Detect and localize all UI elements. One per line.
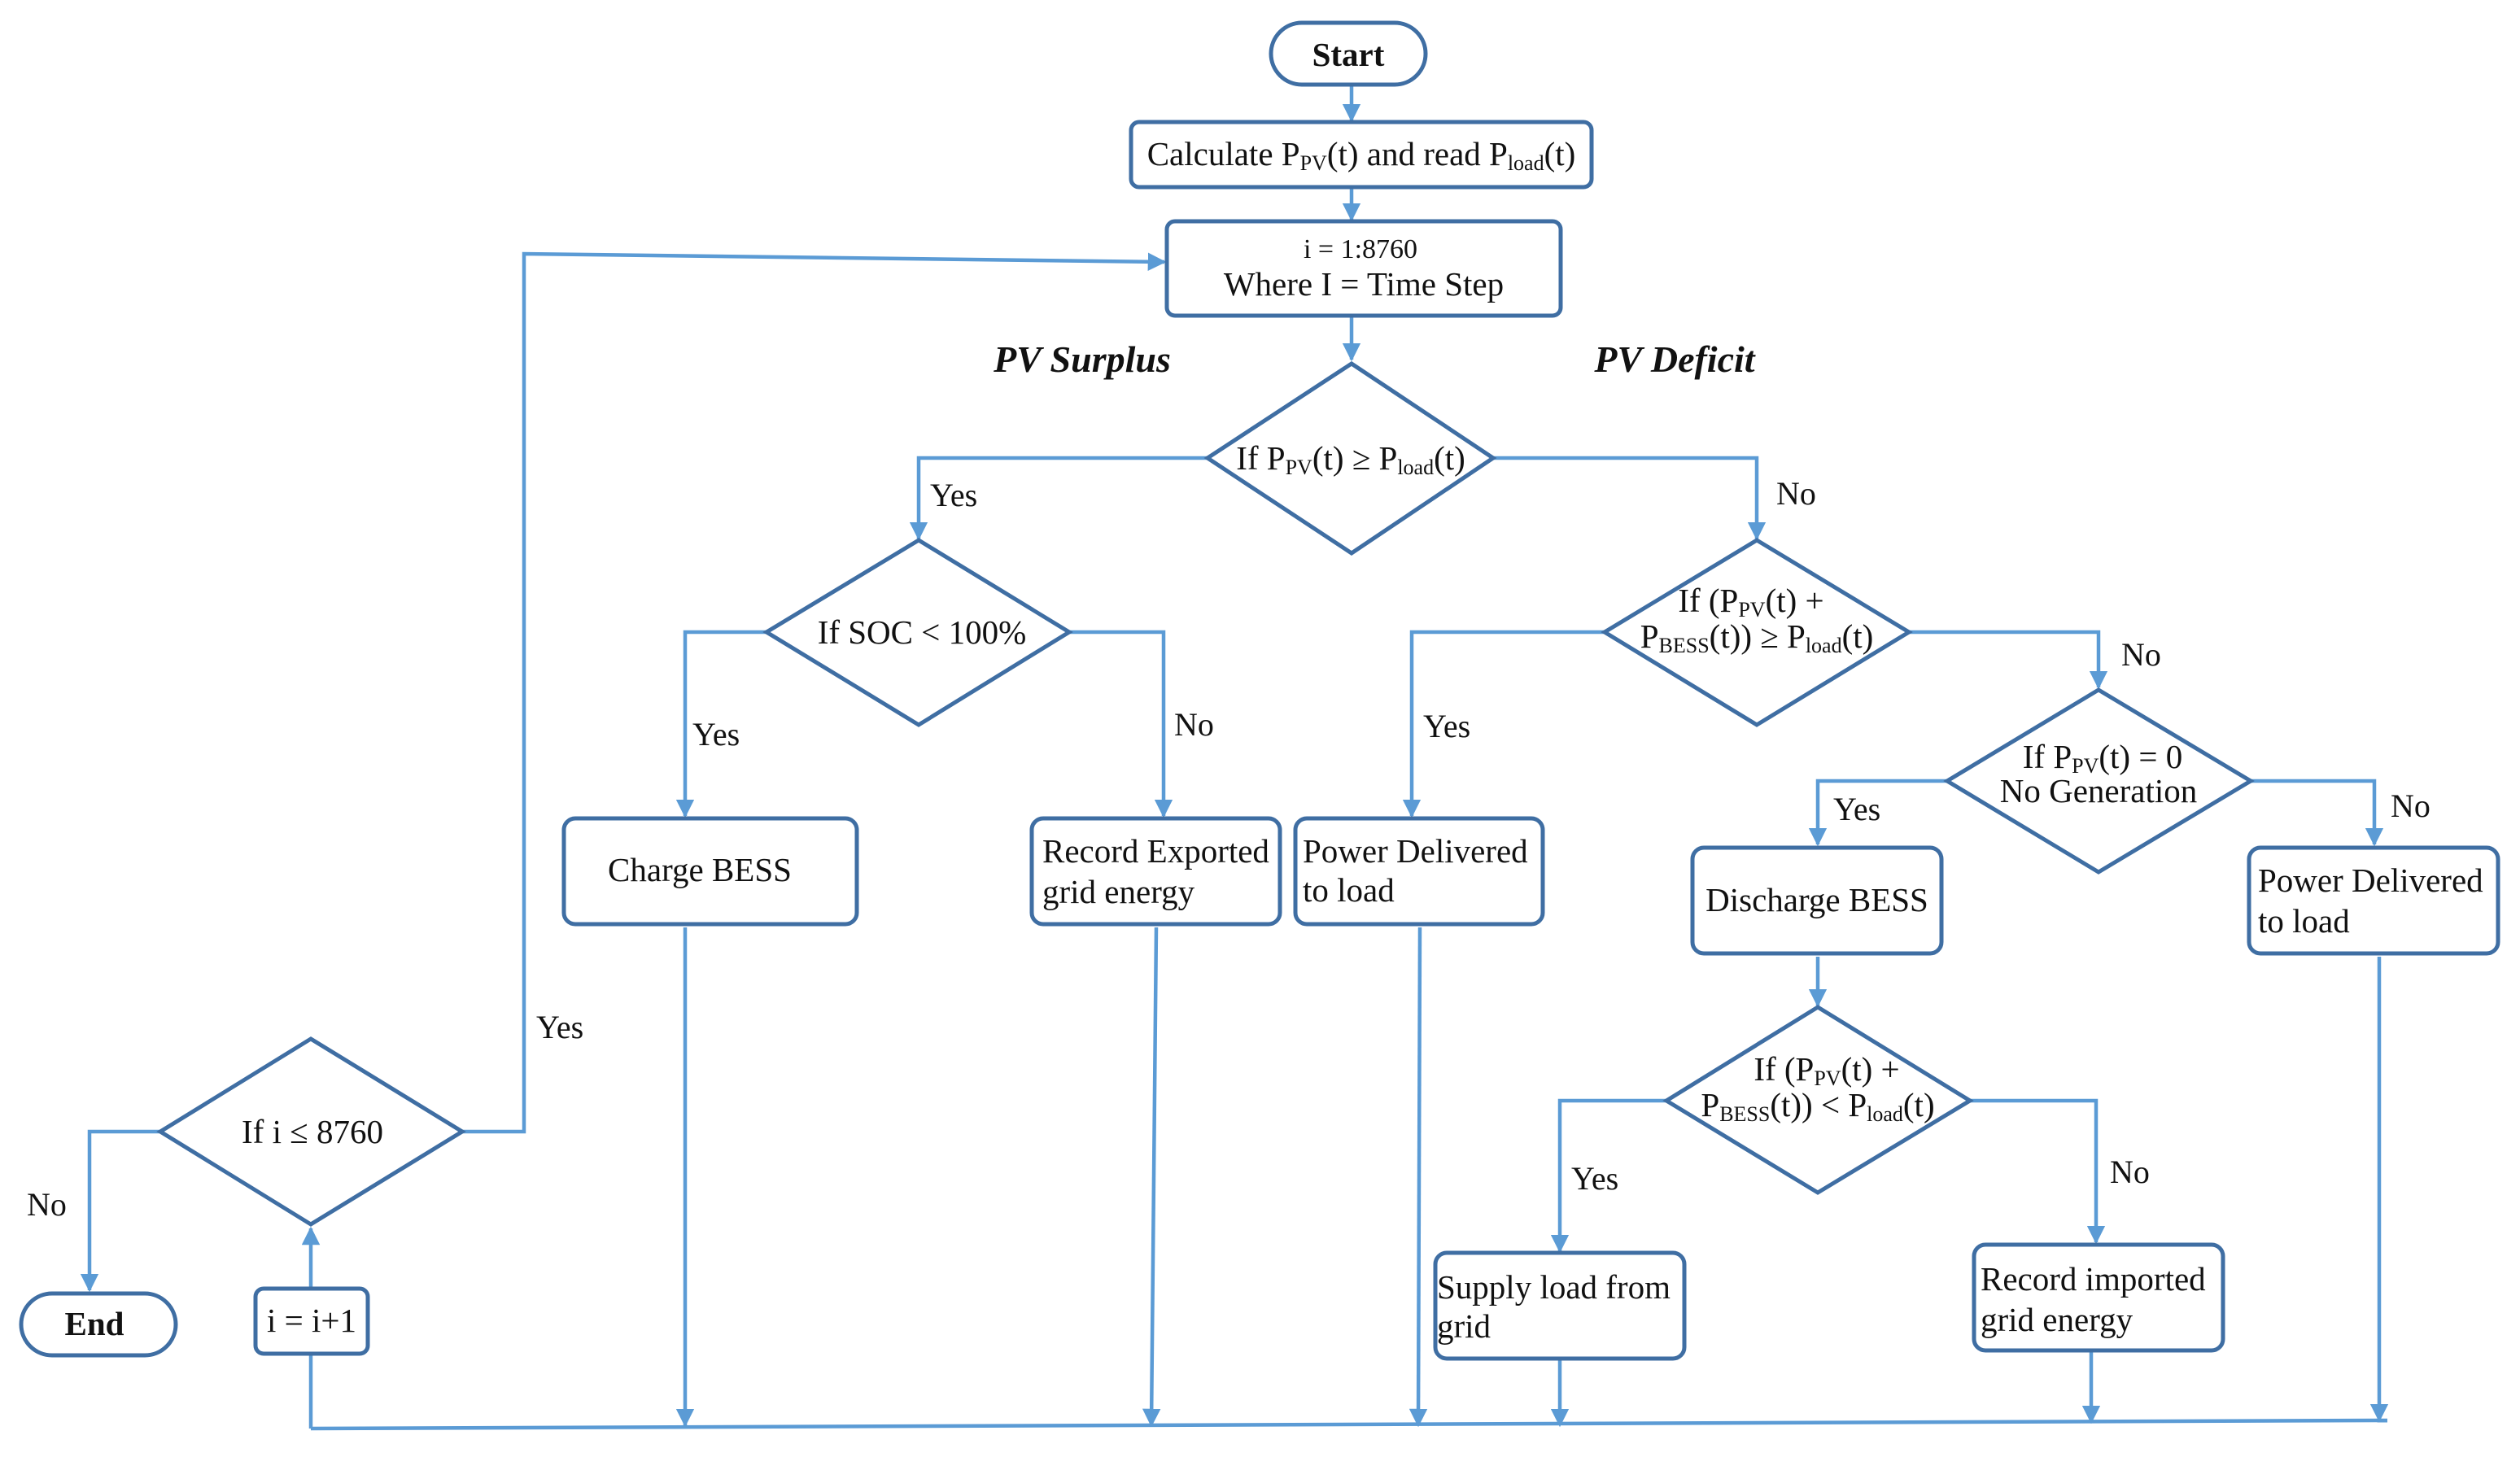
power-delivered-2-node: Power Delivered to load	[2247, 845, 2500, 956]
main-no-label: No	[1776, 475, 1816, 512]
decision-zero: If PPV(t) = 0 No Generation	[1943, 687, 2255, 875]
record-imported-line1: Record imported	[1981, 1260, 2206, 1298]
loop-init-node: i = 1:8760 Where I = Time Step	[1164, 219, 1563, 318]
decision-main: If PPV(t) ≥ Pload(t)	[1203, 361, 1497, 556]
decision-soc-label: If SOC < 100%	[818, 613, 1027, 651]
decision-bess-line2: PBESS(t)) ≥ Pload(t)	[1640, 617, 1874, 657]
import-yes-label: Yes	[1571, 1160, 1618, 1197]
edge-bess-no	[1909, 630, 2108, 690]
bess-yes-label: Yes	[1423, 708, 1470, 744]
decision-zero-line1: If PPV(t) = 0	[2023, 738, 2182, 778]
edge-main-no	[1493, 456, 1767, 541]
power-delivered-1-line1: Power Delivered	[1303, 832, 1528, 870]
edge-loop-no	[80, 1129, 160, 1293]
charge-bess-node: Charge BESS	[561, 816, 859, 927]
discharge-bess-node: Discharge BESS	[1690, 845, 1944, 956]
edge-bottom-bus	[310, 1418, 2388, 1431]
discharge-bess-label: Discharge BESS	[1705, 881, 1928, 918]
calculate-node: Calculate PPV(t) and read Pload(t)	[1129, 120, 1594, 190]
charge-bess-label: Charge BESS	[608, 851, 792, 888]
edge-exported-down	[1142, 927, 1161, 1428]
increment-node: i = i+1	[253, 1286, 370, 1356]
power-delivered-2-line1: Power Delivered	[2258, 862, 2483, 899]
zero-yes-label: Yes	[1833, 791, 1880, 827]
record-imported-line2: grid energy	[1981, 1301, 2133, 1338]
decision-zero-line2: No Generation	[2000, 772, 2198, 809]
pv-deficit-heading: PV Deficit	[1593, 338, 1755, 380]
supply-grid-line2: grid	[1437, 1307, 1491, 1345]
bess-no-label: No	[2121, 636, 2161, 673]
edge-bess-yes	[1402, 630, 1605, 818]
end-label: End	[65, 1305, 124, 1342]
calculate-label: Calculate PPV(t) and read Pload(t)	[1147, 135, 1576, 175]
decision-import-line2: PBESS(t)) < Pload(t)	[1701, 1086, 1934, 1126]
end-node: End	[19, 1291, 178, 1358]
record-exported-node: Record Exported grid energy	[1029, 816, 1282, 927]
soc-yes-label: Yes	[692, 716, 740, 752]
edge-delivered-1-down	[1408, 927, 1428, 1428]
record-exported-line2: grid energy	[1042, 873, 1195, 910]
decision-import-line1: If (PPV(t) +	[1754, 1050, 1899, 1090]
pv-surplus-heading: PV Surplus	[993, 338, 1171, 380]
loop-no-label: No	[27, 1186, 67, 1223]
increment-label: i = i+1	[267, 1302, 356, 1339]
loop-init-line2: Where I = Time Step	[1224, 265, 1504, 303]
edge-soc-yes	[675, 630, 766, 818]
edge-import-no	[1970, 1098, 2106, 1245]
start-node: Start	[1269, 20, 1428, 87]
power-delivered-2-line2: to load	[2258, 902, 2350, 940]
import-no-label: No	[2110, 1154, 2150, 1190]
connectors	[80, 85, 2389, 1431]
decision-soc: If SOC < 100%	[762, 538, 1073, 727]
loop-yes-label: Yes	[536, 1009, 583, 1045]
edge-labels: Yes No Yes No Yes No Yes No Yes No Yes N…	[27, 475, 2430, 1223]
decision-loop: If i ≤ 8760	[156, 1036, 466, 1227]
soc-no-label: No	[1174, 706, 1214, 743]
edge-soc-no	[1069, 630, 1173, 818]
supply-grid-line1: Supply load from	[1437, 1268, 1671, 1306]
start-label: Start	[1312, 36, 1385, 73]
power-delivered-1-node: Power Delivered to load	[1293, 816, 1545, 927]
loop-init-line1: i = 1:8760	[1304, 234, 1417, 264]
edge-loop-yes	[462, 251, 1167, 1134]
record-imported-node: Record imported grid energy	[1972, 1242, 2225, 1353]
edge-main-yes	[909, 456, 1208, 541]
zero-no-label: No	[2391, 787, 2430, 824]
edge-zero-yes	[1808, 779, 1947, 847]
decision-loop-label: If i ≤ 8760	[242, 1113, 383, 1150]
decision-import: If (PPV(t) + PBESS(t)) < Pload(t)	[1662, 1005, 1974, 1195]
decision-bess-line1: If (PPV(t) +	[1678, 582, 1823, 622]
power-delivered-1-line2: to load	[1303, 871, 1395, 909]
supply-grid-node: Supply load from grid	[1433, 1250, 1687, 1361]
edge-zero-no	[2251, 779, 2384, 847]
edge-import-yes	[1550, 1098, 1666, 1254]
record-exported-line1: Record Exported	[1042, 832, 1269, 870]
decision-main-label: If PPV(t) ≥ Pload(t)	[1236, 439, 1465, 479]
decision-bess: If (PPV(t) + PBESS(t)) ≥ Pload(t)	[1601, 538, 1913, 727]
main-yes-label: Yes	[930, 477, 977, 513]
